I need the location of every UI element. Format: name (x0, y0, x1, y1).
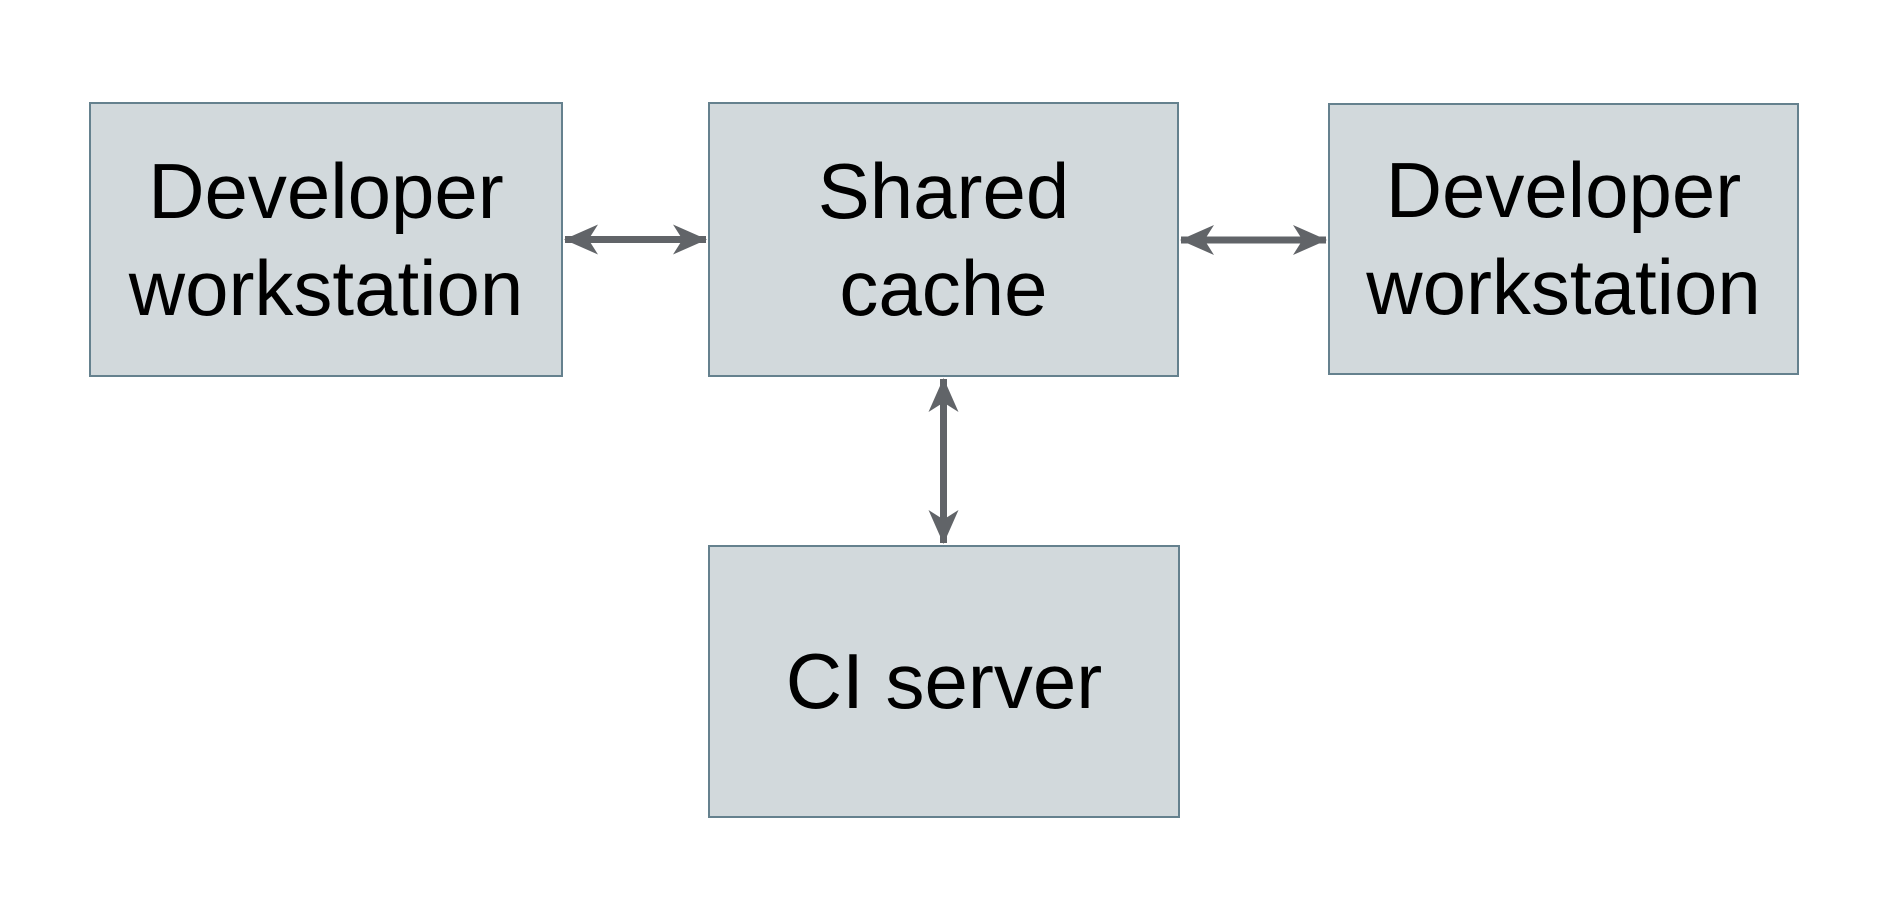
node-developer-workstation-right: Developer workstation (1328, 103, 1799, 375)
node-label: CI server (785, 637, 1103, 726)
node-label: Developer workstation (128, 146, 524, 332)
node-label: Developer workstation (1366, 146, 1761, 331)
node-shared-cache: Shared cache (708, 102, 1179, 377)
node-label: Shared cache (817, 146, 1070, 332)
node-developer-workstation-left: Developer workstation (89, 102, 563, 377)
node-ci-server: CI server (708, 545, 1180, 818)
